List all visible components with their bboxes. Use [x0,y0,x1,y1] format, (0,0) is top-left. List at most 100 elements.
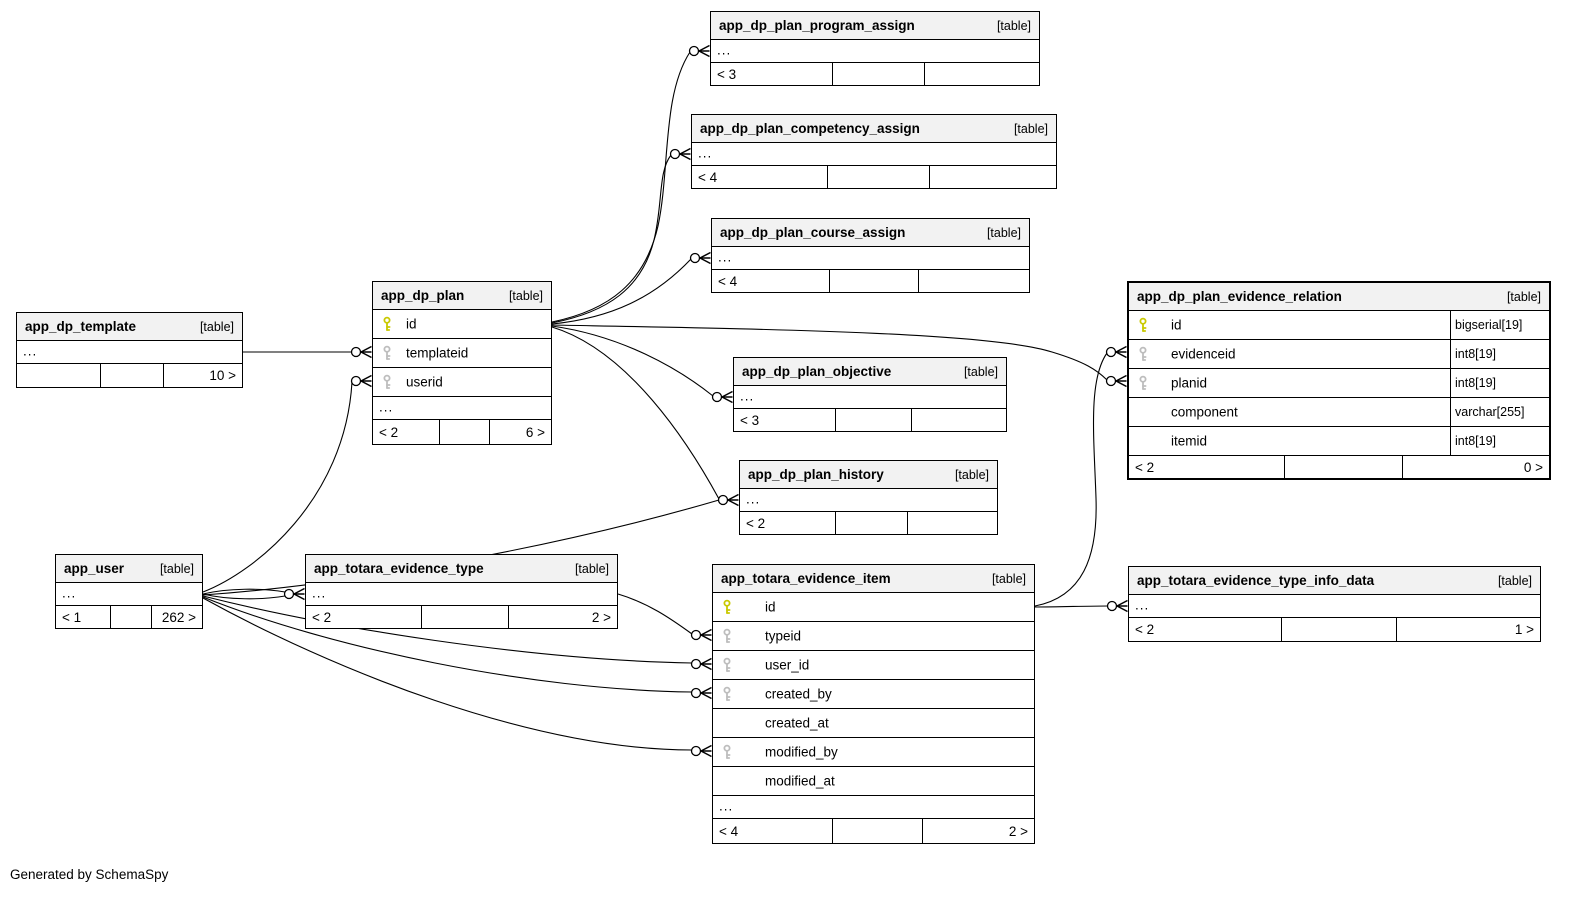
table-title: app_dp_plan_evidence_relation [1137,289,1342,304]
crowfoot-connector [700,628,712,636]
primary-key-icon [723,599,731,614]
crowfoot-connector [699,251,711,259]
parent-count-cell: < 2 [1135,459,1155,475]
column-type: int8[19] [1450,369,1549,397]
crowfoot-connector [700,692,712,700]
collapsed-columns-row: ... [712,247,1029,270]
column-name: created_at [765,715,829,731]
table-header-app_dp_plan[interactable]: app_dp_plan[table] [373,282,551,310]
column-row-modified_at: modified_at [713,767,1034,796]
crowfoot-connector [293,593,305,601]
foreign-key-icon [383,374,391,389]
zero-circle-connector [350,346,362,358]
table-app_dp_template: app_dp_template[table]... 10 > [16,312,243,388]
relationship-app_totara_evidence_item-to-app_dp_plan_evidence_relation [1034,345,1127,607]
parent-count-cell: < 4 [718,273,738,289]
table-title: app_totara_evidence_type_info_data [1137,573,1375,588]
table-header-app_dp_plan_course_assign[interactable]: app_dp_plan_course_assign[table] [712,219,1029,247]
table-app_dp_plan_course_assign: app_dp_plan_course_assign[table]... < 4 [711,218,1030,293]
generated-by-note: Generated by SchemaSpy [10,867,169,882]
parent-count-cell: < 4 [719,823,739,839]
column-row-modified_by: modified_by [713,738,1034,767]
ellipsis-label: ... [1135,597,1150,613]
table-header-app_dp_plan_objective[interactable]: app_dp_plan_objective[table] [734,358,1006,386]
relationship-app_dp_plan-to-app_dp_plan_history [551,326,739,507]
column-row-userid: userid [373,368,551,397]
column-name: created_by [765,686,832,702]
collapsed-columns-row: ... [711,40,1039,63]
table-header-app_dp_plan_evidence_relation[interactable]: app_dp_plan_evidence_relation[table] [1129,283,1549,311]
crowfoot-connector [1115,345,1127,353]
crowfoot-connector [1115,380,1127,388]
table-header-app_dp_plan_program_assign[interactable]: app_dp_plan_program_assign[table] [711,12,1039,40]
column-row-created_at: created_at [713,709,1034,738]
child-count-cell: 1 > [1396,618,1540,641]
table-footer: 10 > [17,364,242,387]
zero-circle-connector [711,391,723,403]
crowfoot-connector [700,663,712,671]
table-header-app_dp_plan_history[interactable]: app_dp_plan_history[table] [740,461,997,489]
collapsed-columns-row: ... [306,583,617,606]
relationship-app_dp_template-to-app_dp_plan [242,345,372,359]
table-header-app_totara_evidence_type[interactable]: app_totara_evidence_type[table] [306,555,617,583]
relationship-app_totara_evidence_type-to-app_totara_evidence_item [617,593,712,642]
child-count-cell: 262 > [150,606,202,628]
crowfoot-connector [727,499,739,507]
crowfoot-connector [700,657,712,665]
foreign-key-icon [1139,346,1147,361]
ellipsis-label: ... [23,343,38,359]
crowfoot-connector [360,374,372,382]
crowfoot-connector [360,351,372,359]
table-header-app_dp_plan_competency_assign[interactable]: app_dp_plan_competency_assign[table] [692,115,1056,143]
ellipsis-label: ... [379,399,394,415]
footer-spacer-cell [831,819,922,843]
primary-key-icon [383,316,391,331]
zero-circle-connector [350,375,362,387]
relationship-app_user-to-app_dp_plan [202,374,372,593]
table-tag: [table] [986,225,1021,240]
crowfoot-connector [721,390,733,398]
table-app_dp_plan_history: app_dp_plan_history[table]...< 2 [739,460,998,535]
primary-key-icon [1139,317,1147,332]
footer-spacer-cell [835,512,907,534]
child-count-cell: 10 > [163,364,242,387]
foreign-key-icon [723,744,731,759]
relationship-app_user-to-app_totara_evidence_item [202,595,712,671]
collapsed-columns-row: ... [1129,595,1540,618]
crowfoot-connector [721,396,733,404]
table-header-app_totara_evidence_type_info_data[interactable]: app_totara_evidence_type_info_data[table… [1129,567,1540,595]
table-header-app_user[interactable]: app_user[table] [56,555,202,583]
footer-spacer-cell [834,409,911,431]
column-type: int8[19] [1450,340,1549,368]
table-header-app_dp_template[interactable]: app_dp_template[table] [17,313,242,341]
table-title: app_dp_plan_program_assign [719,18,915,33]
column-name: id [1171,317,1182,333]
crowfoot-connector [1115,351,1127,359]
table-title: app_user [64,561,125,576]
foreign-key-icon [723,686,731,701]
collapsed-columns-row: ... [17,341,242,364]
zero-circle-connector [690,629,702,641]
zero-circle-connector [1105,346,1117,358]
table-title: app_dp_plan_competency_assign [700,121,920,136]
table-app_dp_plan_evidence_relation: app_dp_plan_evidence_relation[table]id bi… [1127,281,1551,480]
column-name: evidenceid [1171,346,1236,362]
zero-circle-connector [1105,375,1117,387]
column-name: user_id [765,657,810,673]
table-title: app_dp_plan [381,288,465,303]
foreign-key-icon [723,657,731,672]
child-count-cell: 2 > [921,819,1034,843]
table-tag: [table] [199,319,234,334]
footer-spacer-cell [421,606,508,628]
zero-circle-connector [717,494,729,506]
column-type: bigserial[19] [1450,311,1549,339]
crowfoot-connector [360,380,372,388]
table-header-app_totara_evidence_item[interactable]: app_totara_evidence_item[table] [713,565,1034,593]
table-app_dp_plan_competency_assign: app_dp_plan_competency_assign[table]...<… [691,114,1057,189]
footer-spacer-cell [826,166,929,188]
child-count-cell: 6 > [488,420,551,444]
